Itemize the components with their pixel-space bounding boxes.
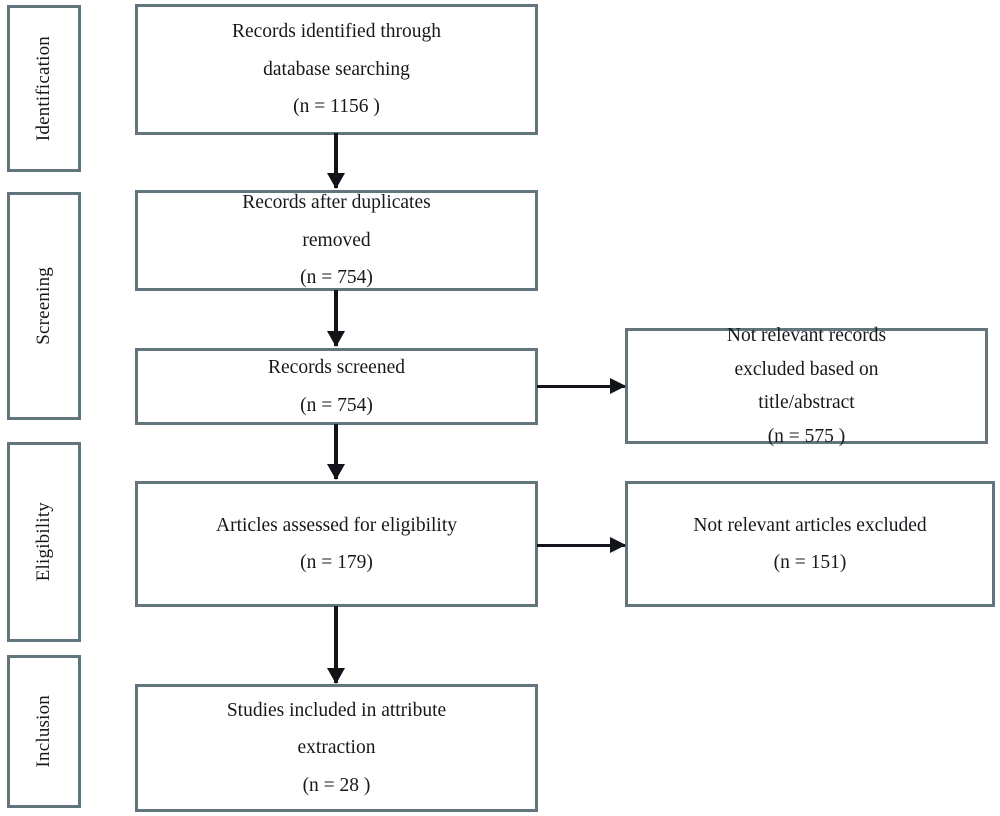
box-excluded-title-abstract-line1: Not relevant records [726,325,887,346]
box-records-identified: Records identified through database sear… [135,4,538,135]
box-records-after-duplicates: Records after duplicates removed (n = 75… [135,190,538,291]
box-excluded-title-abstract-line2: excluded based on [734,358,879,380]
stage-label-identification: Identification [7,5,81,172]
arrow-head-right-icon [610,378,626,394]
arrow-shaft [537,543,625,547]
stage-label-inclusion: Inclusion [7,655,81,808]
box-records-identified-count: (n = 1156 ) [293,96,380,118]
box-excluded-title-abstract: Not relevant records excluded based on t… [625,325,988,447]
arrow-head-down-icon [327,464,345,480]
arrow-head-down-icon [327,668,345,684]
box-excluded-title-abstract-line3: title/abstract [758,392,855,413]
arrow-head-right-icon [610,537,626,553]
box-studies-included-line2: extraction [297,737,376,759]
stage-label-screening: Screening [7,192,81,420]
box-studies-included: Studies included in attribute extraction… [135,684,538,812]
box-articles-assessed: Articles assessed for eligibility (n = 1… [135,481,538,607]
arrow-shaft [334,424,338,479]
box-excluded-title-abstract-count: (n = 575 ) [767,425,846,447]
box-excluded-articles: Not relevant articles excluded (n = 151) [625,481,995,607]
stage-label-eligibility-text: Eligibility [33,502,54,582]
box-studies-included-line1: Studies included in attribute [226,699,447,721]
box-excluded-articles-count: (n = 151) [773,552,847,573]
box-records-identified-line2: database searching [263,58,410,80]
box-records-identified-line1: Records identified through [231,21,442,43]
box-records-screened-line1: Records screened [268,357,405,378]
arrow-shaft [334,133,338,188]
stage-label-identification-text: Identification [33,35,54,142]
box-records-screened-count: (n = 754) [300,394,373,416]
box-studies-included-count: (n = 28 ) [302,774,371,796]
arrow-shaft [537,384,625,388]
box-records-screened: Records screened (n = 754) [135,348,538,425]
arrow-shaft [334,606,338,683]
box-records-after-duplicates-line2: removed [302,229,371,251]
arrow-head-down-icon [327,173,345,189]
arrow-shaft [334,290,338,346]
box-excluded-articles-line1: Not relevant articles excluded [693,514,927,536]
stage-label-screening-text: Screening [33,267,54,345]
box-records-after-duplicates-line1: Records after duplicates [242,192,431,214]
box-articles-assessed-count: (n = 179) [300,552,373,573]
arrow-head-down-icon [327,331,345,347]
stage-label-inclusion-text: Inclusion [33,695,54,768]
stage-label-eligibility: Eligibility [7,442,81,642]
box-articles-assessed-line1: Articles assessed for eligibility [216,514,457,536]
box-records-after-duplicates-count: (n = 754) [300,267,373,289]
